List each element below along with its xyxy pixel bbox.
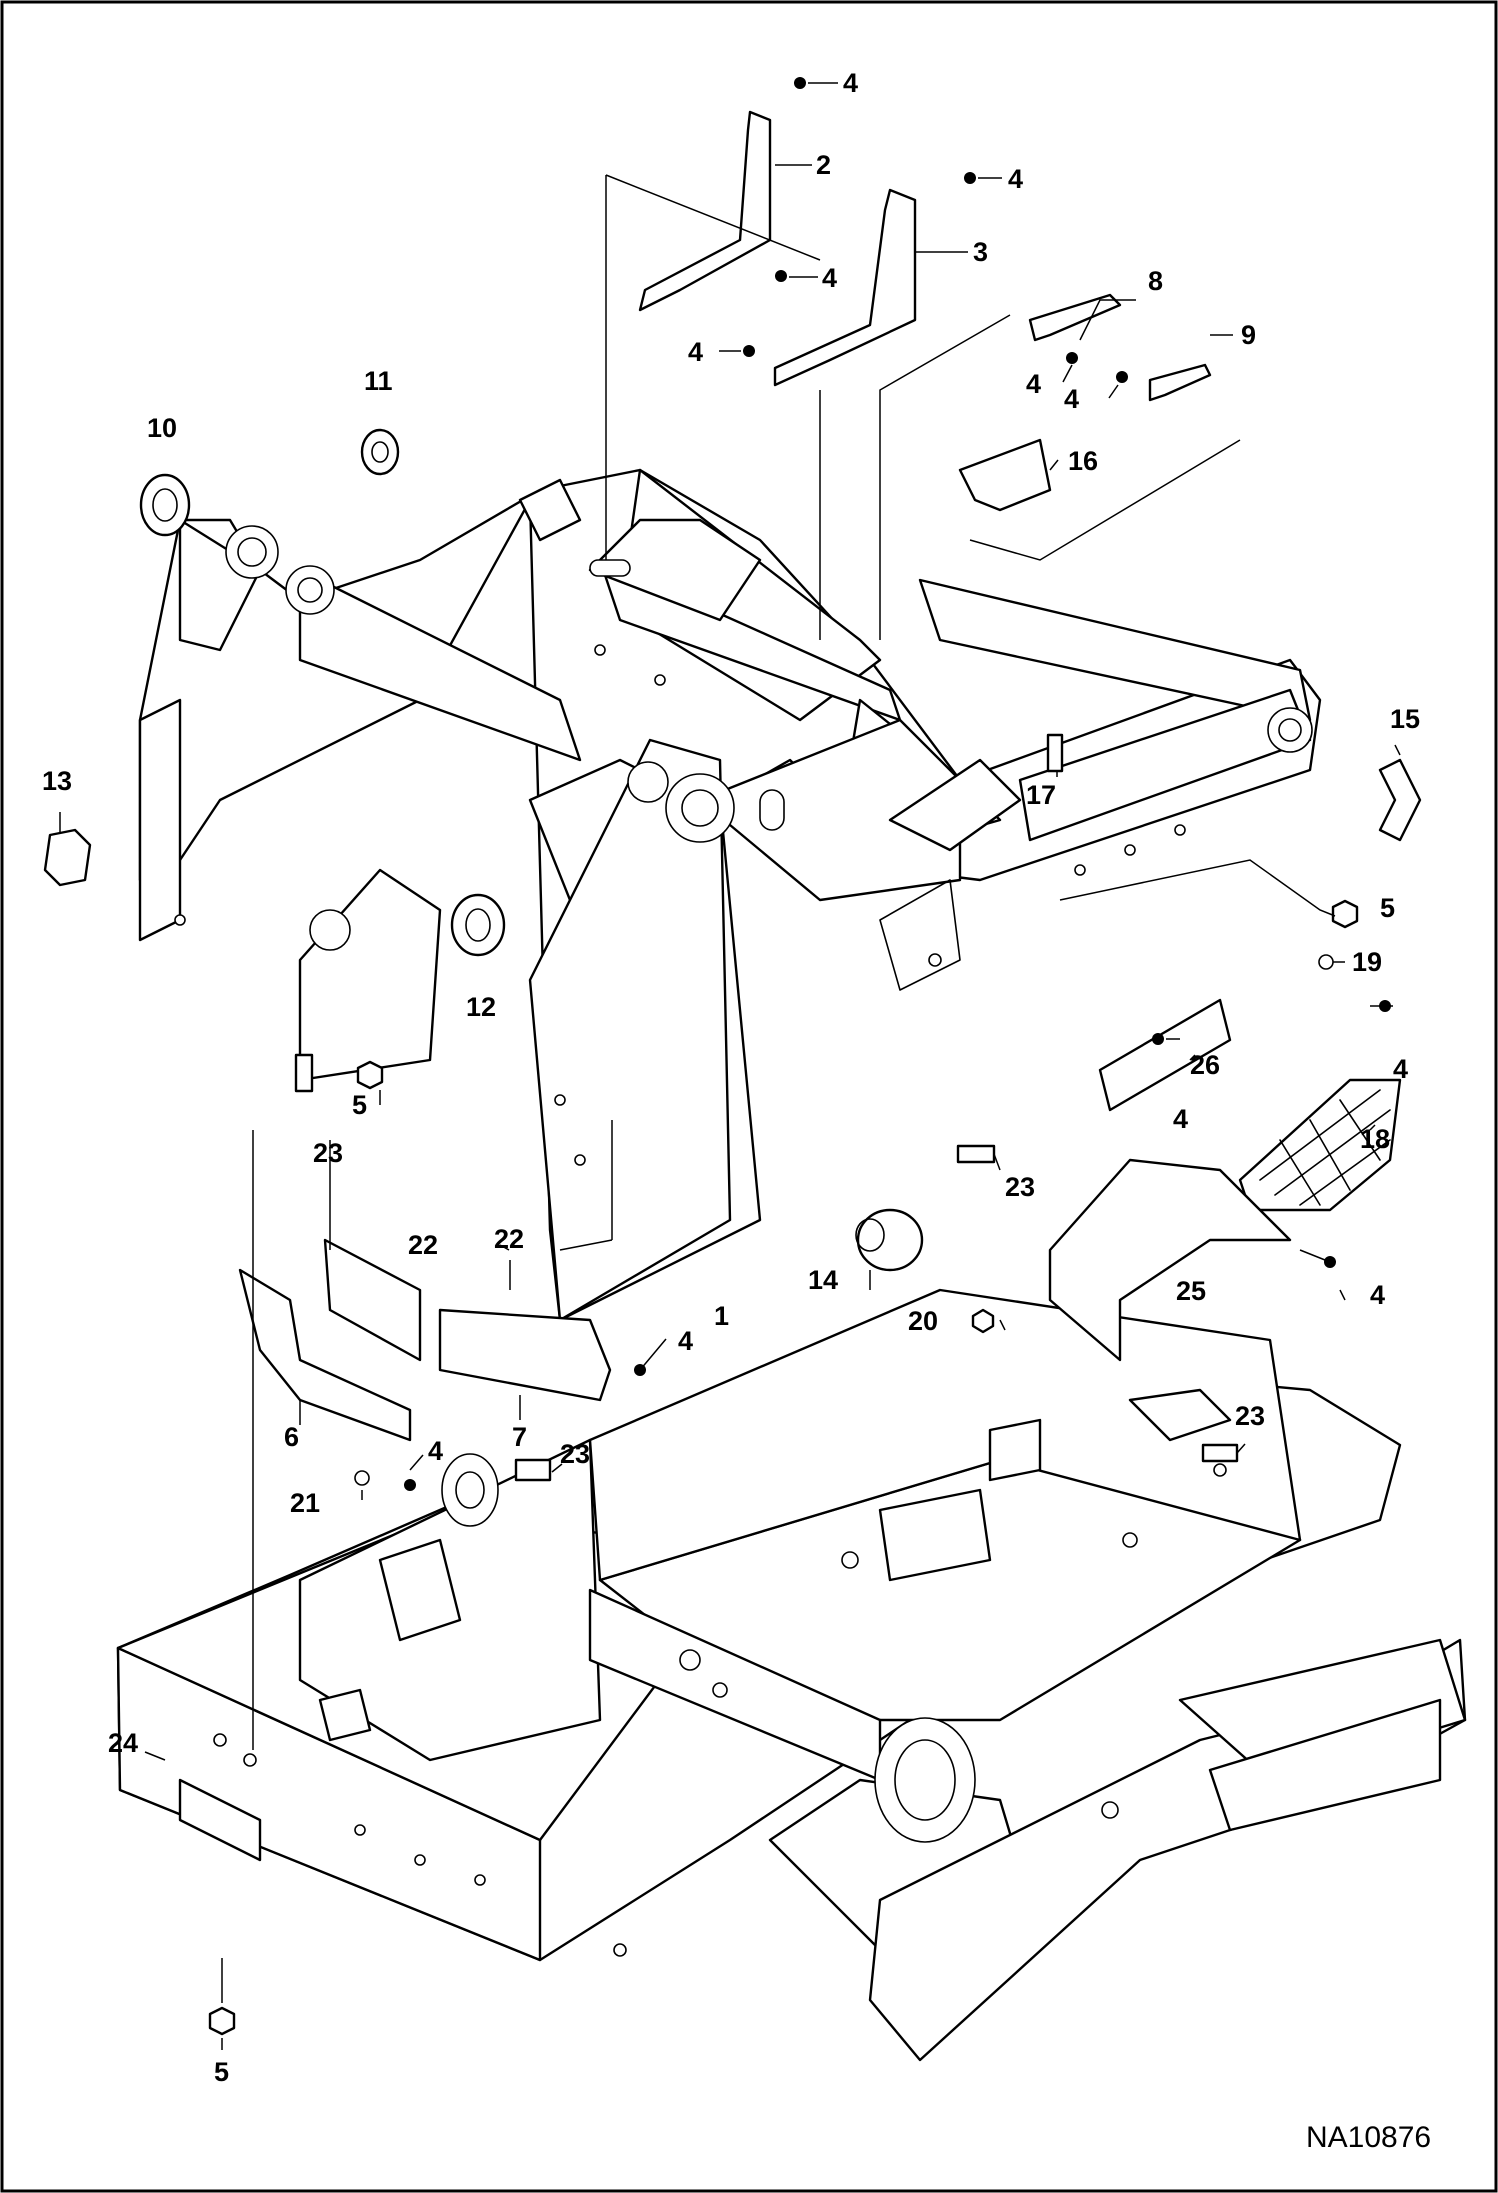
- callout-c13: 13: [42, 766, 72, 796]
- callout-c18: 18: [1360, 1124, 1390, 1154]
- callout-c7: 7: [512, 1422, 527, 1452]
- callout-c1: 1: [714, 1301, 729, 1331]
- callout-c26: 26: [1190, 1050, 1220, 1080]
- callout-c16: 16: [1068, 446, 1098, 476]
- part-5-nuts: [208, 899, 1359, 2036]
- part-25-fender: [1048, 1158, 1292, 1362]
- callout-c23b: 23: [1005, 1172, 1035, 1202]
- part-11-washer: [360, 428, 400, 476]
- callout-c4d: 4: [688, 337, 703, 367]
- part-17-bolt: [1046, 733, 1064, 773]
- callout-c8: 8: [1148, 266, 1163, 296]
- callout-c4a: 4: [843, 68, 858, 98]
- part-10-bushing: [139, 473, 191, 537]
- callout-c19: 19: [1352, 947, 1382, 977]
- callout-c4b: 4: [1008, 164, 1023, 194]
- callout-c4j: 4: [678, 1326, 693, 1356]
- callout-c4e: 4: [1026, 369, 1041, 399]
- part-12-bushing: [450, 893, 506, 957]
- callout-c15: 15: [1390, 704, 1420, 734]
- callout-c5a: 5: [1380, 893, 1395, 923]
- callout-c11: 11: [364, 366, 393, 396]
- callout-c4g: 4: [1393, 1054, 1408, 1084]
- parts-19-20-21-hardware: [354, 954, 1334, 1486]
- part-26-plate: [1098, 998, 1232, 1112]
- callout-c21: 21: [290, 1488, 320, 1518]
- callout-c22a: 22: [408, 1230, 438, 1260]
- part-9-clip: [1148, 363, 1212, 402]
- part-1-main-frame: [138, 468, 1322, 1322]
- leader-lines: [59, 82, 1401, 2050]
- part-24-lower-chassis: [116, 1288, 1467, 2062]
- drawing-reference-number: NA10876: [1306, 2121, 1431, 2154]
- part-18-grille: [1238, 1078, 1402, 1212]
- callout-c4h: 4: [1173, 1104, 1188, 1134]
- callout-c4k: 4: [428, 1436, 443, 1466]
- callout-c5b: 5: [352, 1090, 367, 1120]
- callout-c25: 25: [1176, 1276, 1206, 1306]
- callout-c4f: 4: [1064, 384, 1079, 414]
- part-23-bolts: [294, 1053, 1239, 1482]
- callout-c4i: 4: [1370, 1280, 1385, 1310]
- callout-c20: 20: [908, 1306, 938, 1336]
- callout-c24: 24: [108, 1728, 138, 1758]
- callout-c14: 14: [808, 1265, 838, 1295]
- part-22-bracket: [323, 1238, 422, 1362]
- callout-c23c: 23: [560, 1439, 590, 1469]
- callout-c2: 2: [816, 150, 831, 180]
- part-2-bracket: [638, 110, 772, 312]
- callout-c22b: 22: [494, 1224, 524, 1254]
- callout-c3: 3: [973, 237, 988, 267]
- callout-c12: 12: [466, 992, 496, 1022]
- callout-c9: 9: [1241, 320, 1256, 350]
- part-4-screws: [404, 77, 1391, 1491]
- callout-c5c: 5: [214, 2057, 229, 2087]
- part-15-bracket: [1378, 758, 1422, 842]
- part-7-plate: [438, 1308, 612, 1402]
- callout-c6: 6: [284, 1422, 299, 1452]
- callout-c17: 17: [1026, 780, 1056, 810]
- part-3-bracket: [773, 188, 917, 387]
- callout-c23a: 23: [313, 1138, 343, 1168]
- callout-c4c: 4: [822, 263, 837, 293]
- part-6-bracket: [238, 1268, 412, 1442]
- callout-c23d: 23: [1235, 1401, 1265, 1431]
- part-16-bracket: [958, 438, 1052, 512]
- part-13-clip: [43, 828, 92, 887]
- callout-c10: 10: [147, 413, 177, 443]
- callout-labels: 4 2 4 3 4 8 4 9 4 4 11 10 16 15 13 17 5 …: [42, 68, 1420, 2087]
- part-14-bushing: [855, 1208, 924, 1272]
